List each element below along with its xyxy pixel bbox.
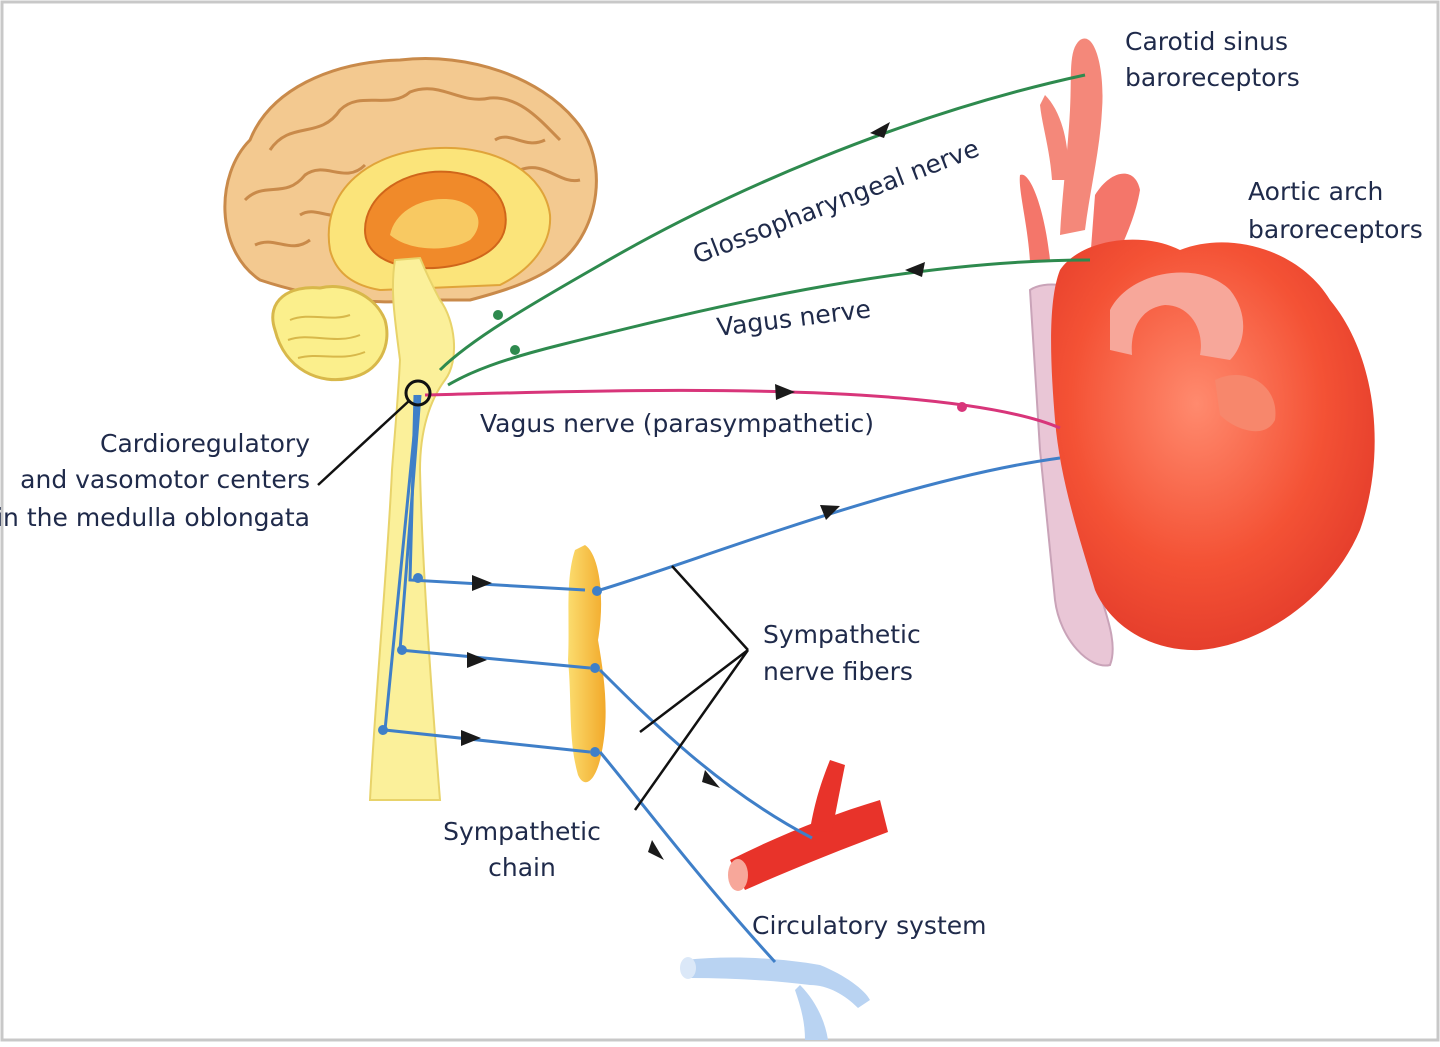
sympathetic-fibers-label-line1: Sympathetic — [763, 620, 921, 649]
carotid-label-line2: baroreceptors — [1125, 63, 1300, 92]
aortic-label-line2: baroreceptors — [1248, 215, 1423, 244]
heart-illustration — [1019, 38, 1375, 667]
sympathetic-chain — [568, 545, 606, 783]
vagus-parasympathetic-label: Vagus nerve (parasympathetic) — [480, 409, 874, 438]
centers-label-line1: Cardioregulatory — [100, 429, 310, 458]
brain-illustration — [223, 57, 598, 382]
cerebellum — [271, 285, 389, 382]
centers-label-line2: and vasomotor centers — [20, 465, 310, 494]
centers-label-line3: in the medulla oblongata — [0, 503, 310, 532]
artery-illustration — [728, 760, 888, 891]
vagus-nerve-parasympathetic — [424, 388, 1061, 430]
aortic-label-line1: Aortic arch — [1248, 177, 1383, 206]
carotid-artery — [1060, 38, 1103, 235]
vein-illustration — [680, 957, 870, 1040]
sympathetic-nerves — [383, 394, 1061, 964]
vagus-nerve-afferent — [447, 258, 1091, 387]
synapse-markers — [378, 310, 967, 757]
sympathetic-chain-label-line1: Sympathetic — [443, 817, 601, 846]
sympathetic-fibers-label-line2: nerve fibers — [763, 657, 913, 686]
medulla-center-marker — [404, 379, 432, 407]
sympathetic-chain-label-line2: chain — [488, 853, 556, 882]
leader-lines — [317, 399, 750, 811]
circulatory-system-label: Circulatory system — [752, 911, 987, 940]
glossopharyngeal-nerve — [438, 73, 1086, 372]
nerve-arrows — [461, 122, 925, 860]
carotid-label-line1: Carotid sinus — [1125, 27, 1288, 56]
glossopharyngeal-label: Glossopharyngeal nerve — [689, 134, 983, 270]
